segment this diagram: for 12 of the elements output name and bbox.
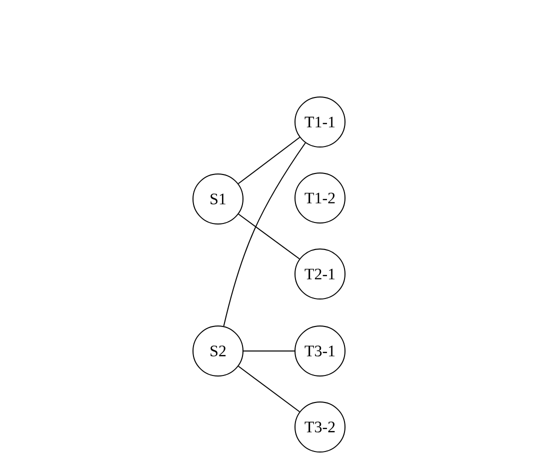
circle-node: T3-2 (294, 402, 346, 452)
edge-line (238, 136, 300, 184)
circle-node: T1-1 (294, 96, 346, 148)
circle-node: S2 (192, 326, 244, 376)
edge-line (223, 142, 306, 327)
circle-node: T3-1 (294, 326, 346, 376)
edge-line (238, 214, 300, 260)
circle-node: T2-1 (294, 248, 346, 300)
circle-node: S1 (192, 174, 244, 224)
circle-node: T1-2 (294, 172, 346, 224)
edge-line (238, 366, 300, 412)
edge-line (243, 350, 295, 352)
